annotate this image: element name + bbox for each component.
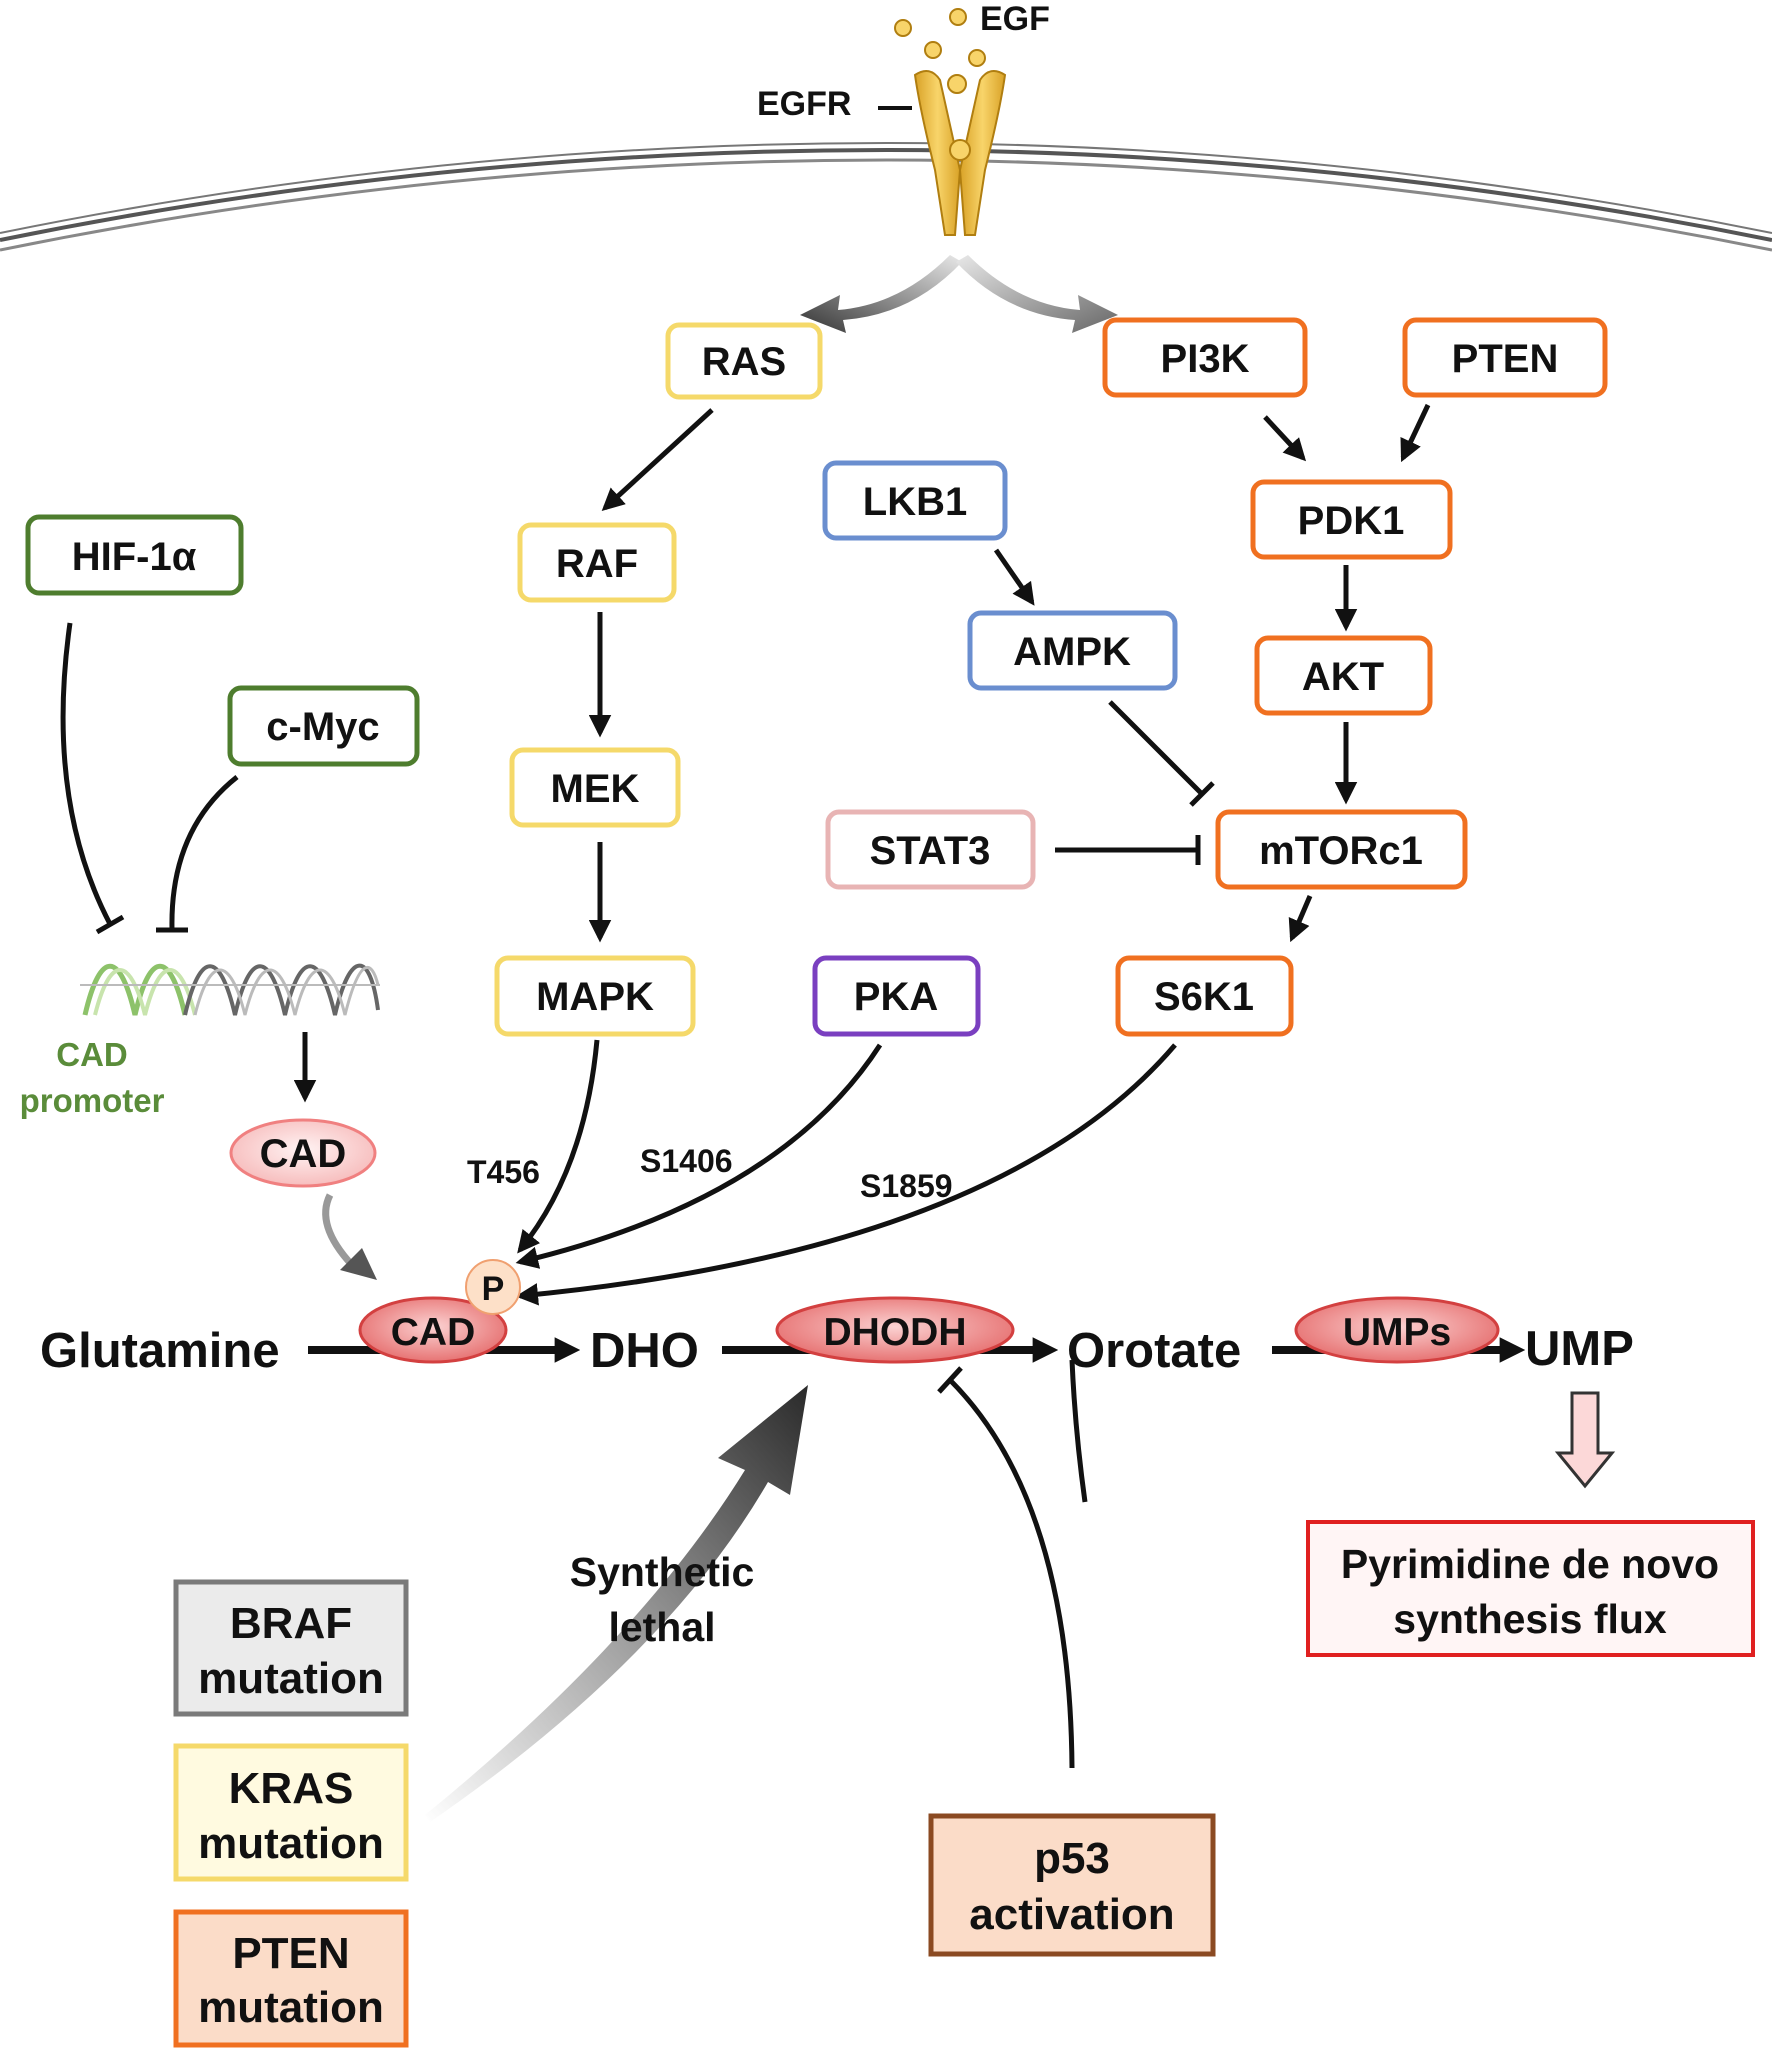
orotate-label: Orotate: [1067, 1324, 1241, 1378]
ump-label: UMP: [1525, 1322, 1634, 1376]
pten-mut-line2: mutation: [198, 1983, 384, 2032]
ampk-inhibition-bar: [1189, 781, 1215, 807]
lkb1-to-ampk-arrow: [993, 548, 1035, 606]
phospho-site: P: [465, 1259, 521, 1315]
pten-to-pdk1-arrow: [1400, 403, 1431, 463]
raf-label: RAF: [556, 542, 638, 586]
hif1a-label: HIF-1α: [72, 535, 197, 579]
egfr-to-pi3k-arrow: [956, 255, 1118, 333]
hif1a-represses-promoter: [60, 622, 113, 926]
dhodh-label: DHODH: [824, 1311, 967, 1354]
node-pi3k: PI3K: [1102, 317, 1308, 398]
p53-line2: activation: [969, 1890, 1174, 1939]
egf-ligands: [894, 8, 986, 67]
node-pdk1: PDK1: [1250, 479, 1453, 560]
dho-label: DHO: [590, 1324, 699, 1378]
mtorc1-label: mTORc1: [1259, 829, 1423, 873]
synthetic-lethal-line2: lethal: [608, 1604, 715, 1650]
kras-line1: KRAS: [229, 1764, 354, 1813]
s6k1-phosphorylates-cad: [515, 1043, 1177, 1306]
glutamine-label: Glutamine: [40, 1324, 280, 1378]
node-cmyc: c-Myc: [227, 685, 420, 767]
node-ampk: AMPK: [967, 610, 1178, 691]
node-mtorc1: mTORc1: [1215, 809, 1468, 890]
pka-label: PKA: [854, 975, 938, 1019]
ampk-inhibits-mtorc1: [1108, 700, 1204, 796]
s6k1-label: S6K1: [1154, 975, 1254, 1019]
node-mapk: MAPK: [494, 955, 696, 1037]
flux-label-line2: synthesis flux: [1393, 1596, 1667, 1642]
braf-mutation-box: BRAF mutation: [173, 1579, 409, 1717]
kras-mutation-box: KRAS mutation: [173, 1743, 409, 1882]
node-akt: AKT: [1254, 635, 1433, 716]
node-mek: MEK: [509, 747, 681, 828]
mapk-label: MAPK: [536, 975, 654, 1019]
braf-line1: BRAF: [230, 1599, 352, 1648]
stat3-label: STAT3: [870, 829, 991, 873]
cad-enzyme-label: CAD: [391, 1311, 476, 1354]
cmyc-label: c-Myc: [266, 705, 379, 749]
node-pten: PTEN: [1402, 317, 1608, 398]
pten-mutation-box: PTEN mutation: [173, 1909, 409, 2048]
dhodh-enzyme: DHODH: [775, 1296, 1015, 1364]
umps-label: UMPs: [1343, 1311, 1451, 1354]
promoter-label-line1: CAD: [56, 1036, 128, 1073]
node-stat3: STAT3: [825, 809, 1036, 890]
ampk-label: AMPK: [1013, 630, 1131, 674]
synthetic-lethal-line1: Synthetic: [570, 1549, 755, 1595]
hif1a-inhibition-bar: [95, 914, 125, 935]
promoter-label-line2: promoter: [20, 1082, 165, 1119]
node-lkb1: LKB1: [822, 460, 1008, 541]
mtorc1-to-s6k1-arrow: [1288, 895, 1313, 943]
p53-activation-box: p53 activation: [928, 1813, 1216, 1957]
cad-recruitment-arrow: [322, 1193, 355, 1268]
mek-label: MEK: [551, 767, 640, 811]
egfr-label: EGFR: [757, 85, 851, 123]
egf-label: EGF: [980, 0, 1050, 38]
umps-enzyme: UMPs: [1294, 1296, 1500, 1364]
pi3k-label: PI3K: [1161, 337, 1250, 381]
pten-label: PTEN: [1452, 337, 1559, 381]
p53-inhibition-bar: [937, 1366, 963, 1394]
flux-label-line1: Pyrimidine de novo: [1341, 1541, 1719, 1587]
cmyc-represses-promoter: [169, 775, 239, 930]
mapk-phosphorylates-cad: [517, 1039, 600, 1254]
p53-inhibits-dhodh: [948, 1378, 1075, 1769]
pdk1-label: PDK1: [1298, 499, 1405, 543]
node-pka: PKA: [812, 955, 981, 1037]
site-s1406: S1406: [640, 1143, 733, 1179]
cad-enzyme: CAD: [358, 1296, 508, 1364]
pi3k-to-pdk1-arrow: [1263, 415, 1307, 462]
egfr-receptor: [913, 70, 1007, 236]
cad-free-label: CAD: [260, 1132, 347, 1176]
phospho-label: P: [482, 1270, 505, 1308]
p53-inhibits-dhodh-lower: [1069, 1359, 1088, 1503]
ras-to-raf-arrow: [601, 408, 714, 512]
egfr-to-ras-arrow: [800, 255, 962, 333]
braf-line2: mutation: [198, 1654, 384, 1703]
pka-phosphorylates-cad: [515, 1043, 883, 1269]
node-hif1a: HIF-1α: [25, 514, 244, 596]
node-raf: RAF: [517, 522, 677, 603]
synthetic-lethal-arrow: [425, 1385, 808, 1822]
p53-line1: p53: [1034, 1834, 1110, 1883]
lkb1-label: LKB1: [863, 480, 967, 524]
signaling-edges: [60, 403, 1431, 1769]
node-ras: RAS: [665, 322, 823, 400]
akt-label: AKT: [1302, 655, 1384, 699]
pyrimidine-flux-box: Pyrimidine de novo synthesis flux: [1306, 1520, 1755, 1657]
ump-to-flux-arrow: [1554, 1391, 1616, 1489]
site-t456: T456: [467, 1154, 540, 1190]
ras-label: RAS: [702, 340, 786, 384]
cad-protein: CAD: [229, 1118, 377, 1188]
cad-promoter-dna: [80, 963, 380, 1016]
cell-membrane: [0, 142, 1772, 252]
pten-mut-line1: PTEN: [232, 1929, 349, 1978]
kras-line2: mutation: [198, 1819, 384, 1868]
site-s1859: S1859: [860, 1168, 953, 1204]
node-s6k1: S6K1: [1115, 955, 1294, 1037]
